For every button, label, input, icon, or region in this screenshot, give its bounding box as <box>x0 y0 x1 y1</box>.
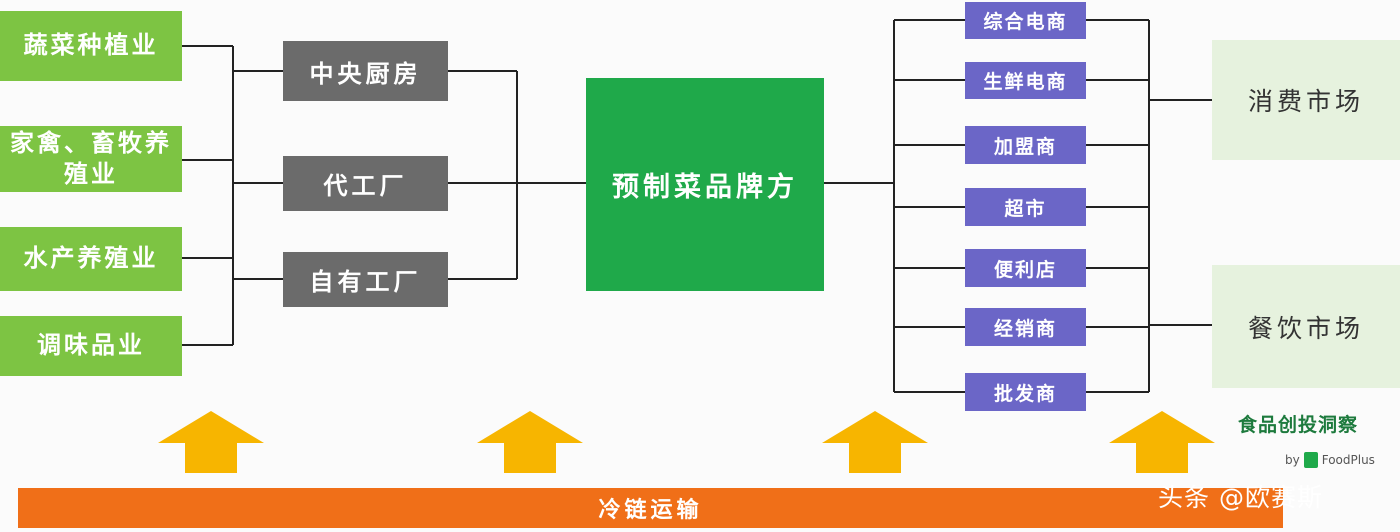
channel-franchisee: 加盟商 <box>965 126 1086 164</box>
brand-owner: 预制菜品牌方 <box>586 78 824 291</box>
market-catering: 餐饮市场 <box>1212 265 1400 388</box>
logo-by: by <box>1285 453 1300 467</box>
channel-convenience-store: 便利店 <box>965 249 1086 287</box>
channel-supermarket: 超市 <box>965 188 1086 226</box>
market-consumer: 消费市场 <box>1212 40 1400 160</box>
watermark: 头条 @欧赛斯 <box>1158 483 1323 512</box>
logo-subtitle: by FoodPlus <box>1285 452 1375 468</box>
logo-name: 食品创投洞察 <box>1238 414 1359 436</box>
channel-ecommerce: 综合电商 <box>965 2 1086 39</box>
source-poultry-livestock: 家禽、畜牧养殖业 <box>0 126 182 192</box>
foodplus-logo-icon <box>1303 452 1318 468</box>
cold-chain-bar: 冷链运输 <box>18 488 1283 528</box>
processor-oem-factory: 代工厂 <box>283 156 448 211</box>
up-arrow-icon <box>477 411 583 473</box>
source-vegetable: 蔬菜种植业 <box>0 11 182 81</box>
channel-wholesaler: 批发商 <box>965 373 1086 411</box>
up-arrow-icon <box>1109 411 1215 473</box>
source-aquaculture: 水产养殖业 <box>0 227 182 291</box>
processor-central-kitchen: 中央厨房 <box>283 41 448 101</box>
cold-chain-label: 冷链运输 <box>598 498 703 523</box>
up-arrow-icon <box>158 411 264 473</box>
channel-distributor: 经销商 <box>965 308 1086 346</box>
up-arrow-icon <box>822 411 928 473</box>
source-seasoning: 调味品业 <box>0 316 182 376</box>
processor-own-factory: 自有工厂 <box>283 252 448 307</box>
channel-fresh-ecommerce: 生鲜电商 <box>965 62 1086 99</box>
logo-brand: FoodPlus <box>1321 453 1375 467</box>
